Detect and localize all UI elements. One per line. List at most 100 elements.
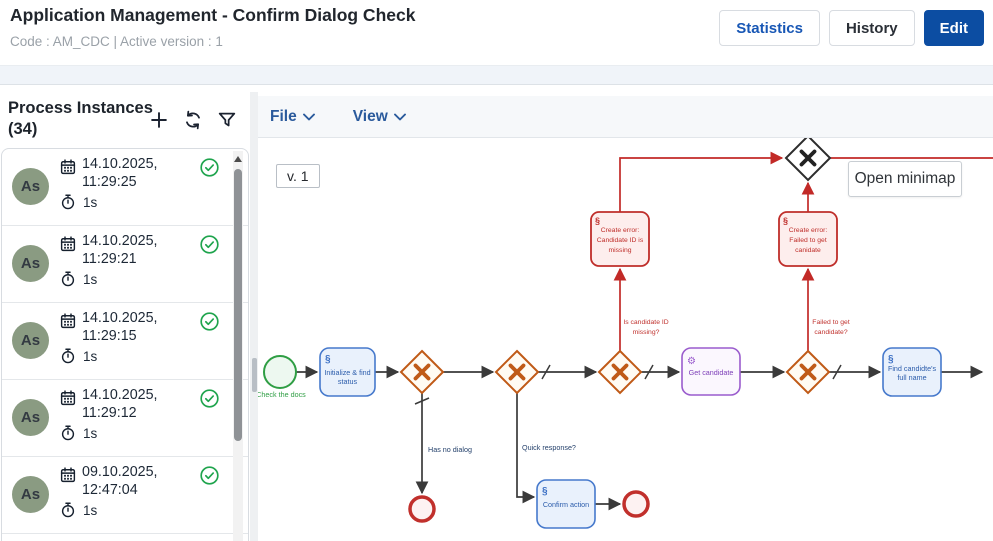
success-check-icon	[199, 157, 220, 178]
service-task-icon: ⚙	[687, 356, 696, 367]
default-flow-marker	[541, 364, 551, 380]
end-event-2[interactable]	[622, 490, 650, 518]
history-button[interactable]: History	[828, 10, 915, 46]
task-error-failed[interactable]	[778, 211, 838, 267]
task-error-missing-label: Candidate ID is	[597, 237, 644, 244]
task-find-name[interactable]	[882, 347, 942, 397]
script-task-icon: §	[325, 354, 331, 365]
task-initialize-label: Initialize & find	[324, 368, 370, 377]
instance-row[interactable]: As 14.10.2025, 11:29:21 1s	[2, 226, 248, 303]
task-find-name-label: Find candidte's	[888, 364, 937, 373]
instance-row[interactable]: As 09.10.2025, 12:47:04 1s	[2, 457, 248, 534]
edge-label-missing: Is candidate ID	[623, 319, 668, 326]
page-title: Application Management - Confirm Dialog …	[10, 5, 416, 25]
stopwatch-icon	[59, 424, 77, 442]
view-menu[interactable]: View	[353, 108, 406, 126]
instance-row[interactable]: As 14.10.2025, 11:29:15 1s	[2, 303, 248, 380]
open-minimap-button[interactable]: Open minimap	[848, 161, 962, 197]
avatar: As	[12, 399, 49, 436]
instance-list-actions	[148, 109, 238, 131]
edge-label-missing: missing?	[633, 329, 660, 336]
instance-duration: 1s	[83, 272, 98, 287]
instance-row[interactable]: As 14.10.2025, 11:29:25 1s	[2, 149, 248, 226]
scroll-up-arrow-icon[interactable]	[234, 156, 242, 162]
edge-error-missing-to-merge	[619, 151, 784, 212]
default-flow-marker	[832, 364, 842, 380]
version-badge: v. 1	[276, 164, 320, 188]
calendar-icon	[59, 466, 77, 484]
task-initialize-label: status	[338, 377, 358, 386]
success-check-icon	[199, 311, 220, 332]
task-get-candidate-label: Get candidate	[689, 368, 734, 377]
instance-time: 12:47:04	[82, 481, 138, 498]
task-error-missing[interactable]	[590, 211, 650, 267]
task-error-missing-label: missing	[608, 247, 631, 254]
edge-label-quick-response: Quick response?	[522, 443, 576, 452]
script-task-icon: §	[783, 216, 788, 226]
instance-row[interactable]: As 14.10.2025, 11:29:12 1s	[2, 380, 248, 457]
edit-button[interactable]: Edit	[923, 10, 984, 46]
instance-time: 11:29:21	[82, 250, 137, 267]
gateway-4[interactable]	[785, 349, 831, 395]
instance-date: 09.10.2025,	[82, 464, 158, 480]
gateway-3[interactable]	[597, 349, 643, 395]
task-confirm-action[interactable]	[536, 479, 596, 529]
gateway-2[interactable]	[494, 349, 540, 395]
gateway-1[interactable]	[399, 349, 445, 395]
list-scrollbar[interactable]	[233, 151, 243, 541]
stopwatch-icon	[59, 270, 77, 288]
default-flow-marker	[644, 364, 654, 380]
end-event-1[interactable]	[408, 495, 436, 523]
calendar-icon	[59, 312, 77, 330]
edge-label-failed: Failed to get	[812, 319, 850, 326]
process-instances-title: Process Instances (34)	[8, 99, 153, 139]
task-get-candidate[interactable]	[681, 347, 741, 396]
secondary-toolbar-band	[0, 65, 993, 85]
statistics-button[interactable]: Statistics	[719, 10, 820, 46]
instance-time: 11:29:25	[82, 173, 137, 190]
edge-label-no-dialog: Has no dialog	[428, 445, 472, 454]
calendar-icon	[59, 235, 77, 253]
instance-list: As 14.10.2025, 11:29:25 1s As 14.10.2025…	[1, 148, 249, 541]
merge-gateway[interactable]	[784, 138, 832, 182]
instance-datetime: 14.10.2025, 11:29:25	[82, 156, 158, 191]
instance-time: 11:29:12	[82, 404, 137, 421]
diagram-panel: File View v. 1 Open minimap	[258, 96, 993, 541]
script-task-icon: §	[595, 216, 600, 226]
file-menu[interactable]: File	[270, 108, 315, 126]
add-instance-icon[interactable]	[148, 109, 170, 131]
filter-icon[interactable]	[216, 109, 238, 131]
avatar: As	[12, 168, 49, 205]
diagram-toolbar: File View	[258, 96, 993, 138]
success-check-icon	[199, 388, 220, 409]
panel-divider	[250, 92, 258, 541]
list-scrollbar-thumb[interactable]	[234, 169, 242, 441]
script-task-icon: §	[888, 354, 894, 365]
stopwatch-icon	[59, 501, 77, 519]
panel-resize-handle[interactable]	[251, 358, 257, 392]
calendar-icon	[59, 158, 77, 176]
view-menu-label: View	[352, 107, 388, 125]
task-error-failed-label: canidate	[795, 247, 821, 254]
stopwatch-icon	[59, 347, 77, 365]
avatar: As	[12, 245, 49, 282]
instance-date: 14.10.2025,	[82, 310, 158, 326]
instance-duration: 1s	[83, 426, 98, 441]
default-flow-marker	[414, 397, 430, 405]
instance-duration: 1s	[83, 195, 98, 210]
refresh-icon[interactable]	[182, 109, 204, 131]
chevron-down-icon	[302, 113, 315, 120]
start-event[interactable]	[263, 355, 297, 389]
instance-datetime: 09.10.2025, 12:47:04	[82, 464, 158, 499]
instance-time: 11:29:15	[82, 327, 137, 344]
stopwatch-icon	[59, 193, 77, 211]
script-task-icon: §	[542, 486, 548, 497]
task-initialize[interactable]	[319, 347, 376, 397]
task-confirm-action-label: Confirm action	[543, 500, 589, 509]
bpmn-diagram: Check the docs § Initialize & find statu…	[258, 138, 993, 529]
instance-date: 14.10.2025,	[82, 233, 158, 249]
task-error-failed-label: Failed to get	[789, 237, 827, 244]
bpmn-canvas[interactable]: v. 1 Open minimap	[258, 138, 993, 541]
success-check-icon	[199, 234, 220, 255]
process-instances-panel: Process Instances (34) As 14.10.2025, 11…	[0, 92, 250, 541]
